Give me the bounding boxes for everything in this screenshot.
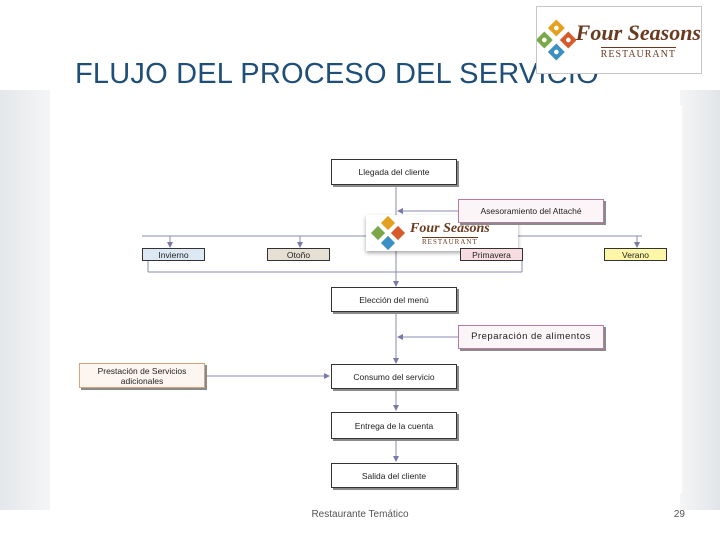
- season-box-winter: Invierno: [142, 248, 205, 261]
- background-left-panel: [0, 90, 50, 510]
- background-right-panel: [680, 90, 720, 510]
- diagram-logo-name: Four Seasons: [410, 220, 490, 236]
- season-box-summer: Verano: [604, 248, 667, 261]
- flow-step-consumption: Consumo del servicio: [331, 364, 457, 389]
- header-logo: Four Seasons RESTAURANT: [536, 6, 702, 74]
- flow-step-extra-services: Prestación de Servicios adicionales: [79, 363, 205, 388]
- diagram-logo: Four Seasons RESTAURANT: [366, 215, 518, 251]
- flow-step-arrival: Llegada del cliente: [331, 159, 457, 185]
- logo-wordmark: Four Seasons RESTAURANT: [575, 19, 701, 60]
- season-box-spring: Primavera: [460, 248, 523, 261]
- flow-step-exit: Salida del cliente: [331, 463, 457, 488]
- seasons-emblem-icon: [537, 19, 576, 61]
- diagram-logo-wordmark: Four Seasons RESTAURANT: [410, 221, 490, 246]
- flow-step-attache-advice: Asesoramiento del Attaché: [458, 199, 604, 223]
- page-number: 29: [673, 509, 685, 520]
- slide-footer: Restaurante Temático: [311, 509, 409, 520]
- flow-step-bill: Entrega de la cuenta: [331, 412, 457, 439]
- slide-title: FLUJO DEL PROCESO DEL SERVICIO: [75, 58, 599, 90]
- diagram-logo-subtitle: RESTAURANT: [422, 236, 478, 246]
- logo-name: Four Seasons: [575, 19, 701, 45]
- flow-step-menu-choice: Elección del menú: [331, 287, 457, 312]
- seasons-emblem-icon: [370, 216, 406, 250]
- flow-diagram: Four Seasons RESTAURANT Llegada del clie…: [50, 105, 682, 493]
- logo-subtitle: RESTAURANT: [600, 46, 676, 60]
- flow-step-food-prep: Preparación de alimentos: [458, 325, 604, 349]
- season-box-autumn: Otoño: [267, 248, 330, 261]
